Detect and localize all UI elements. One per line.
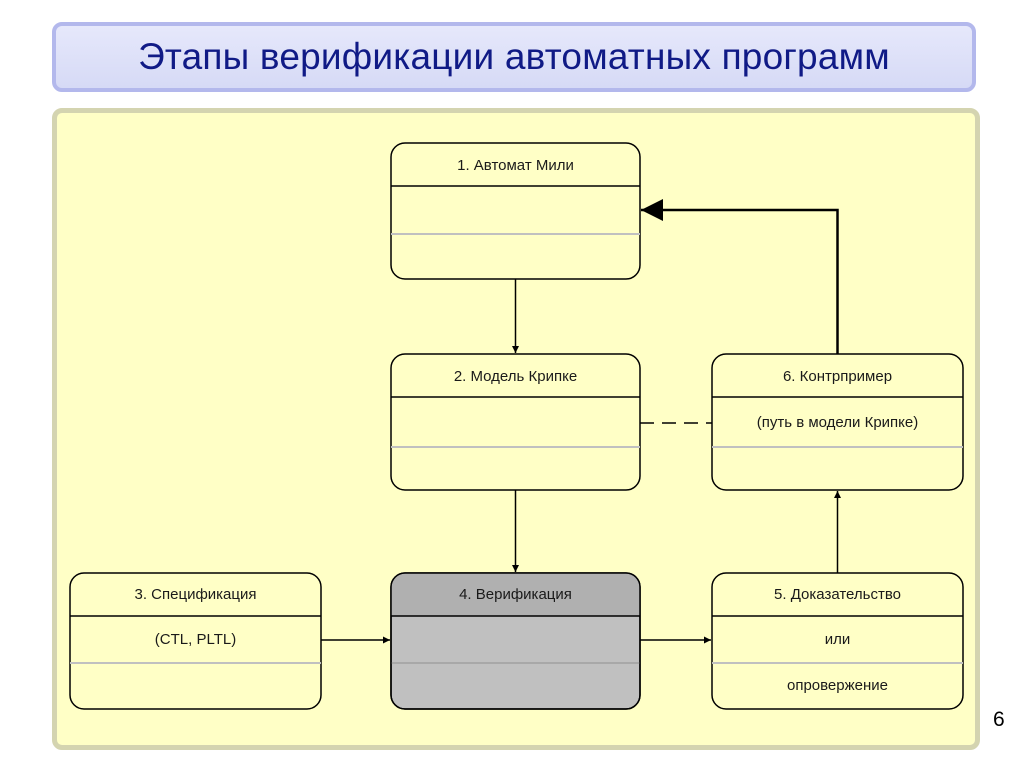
node-specification-title: 3. Спецификация — [135, 586, 257, 603]
edge-counterexample-to-mealy — [641, 199, 839, 354]
node-specification-logics: (CTL, PLTL) — [155, 631, 236, 648]
node-verification: 4. Верификация — [390, 572, 641, 710]
page-number: 6 — [993, 708, 1005, 731]
node-kripke-model: 2. Модель Крипке — [390, 353, 641, 491]
node-specification: 3. Спецификация (CTL, PLTL) — [69, 572, 322, 710]
node-mealy-title: 1. Автомат Мили — [457, 157, 574, 174]
node-counterexample-detail: (путь в модели Крипке) — [757, 414, 918, 431]
node-verification-title: 4. Верификация — [459, 586, 572, 603]
slide-title: Этапы верификации автоматных программ — [138, 36, 890, 77]
node-counterexample: 6. Контрпример (путь в модели Крипке) — [711, 353, 964, 491]
node-counterexample-title: 6. Контрпример — [783, 368, 892, 385]
title-bar: Этапы верификации автоматных программ — [52, 22, 976, 92]
node-proof-title: 5. Доказательство — [774, 586, 901, 603]
node-proof-refutation: опровержение — [787, 677, 888, 694]
node-proof: 5. Доказательство или опровержение — [711, 572, 964, 710]
node-mealy-automaton: 1. Автомат Мили — [390, 142, 641, 280]
node-kripke-title: 2. Модель Крипке — [454, 368, 577, 385]
node-proof-or: или — [825, 631, 851, 648]
